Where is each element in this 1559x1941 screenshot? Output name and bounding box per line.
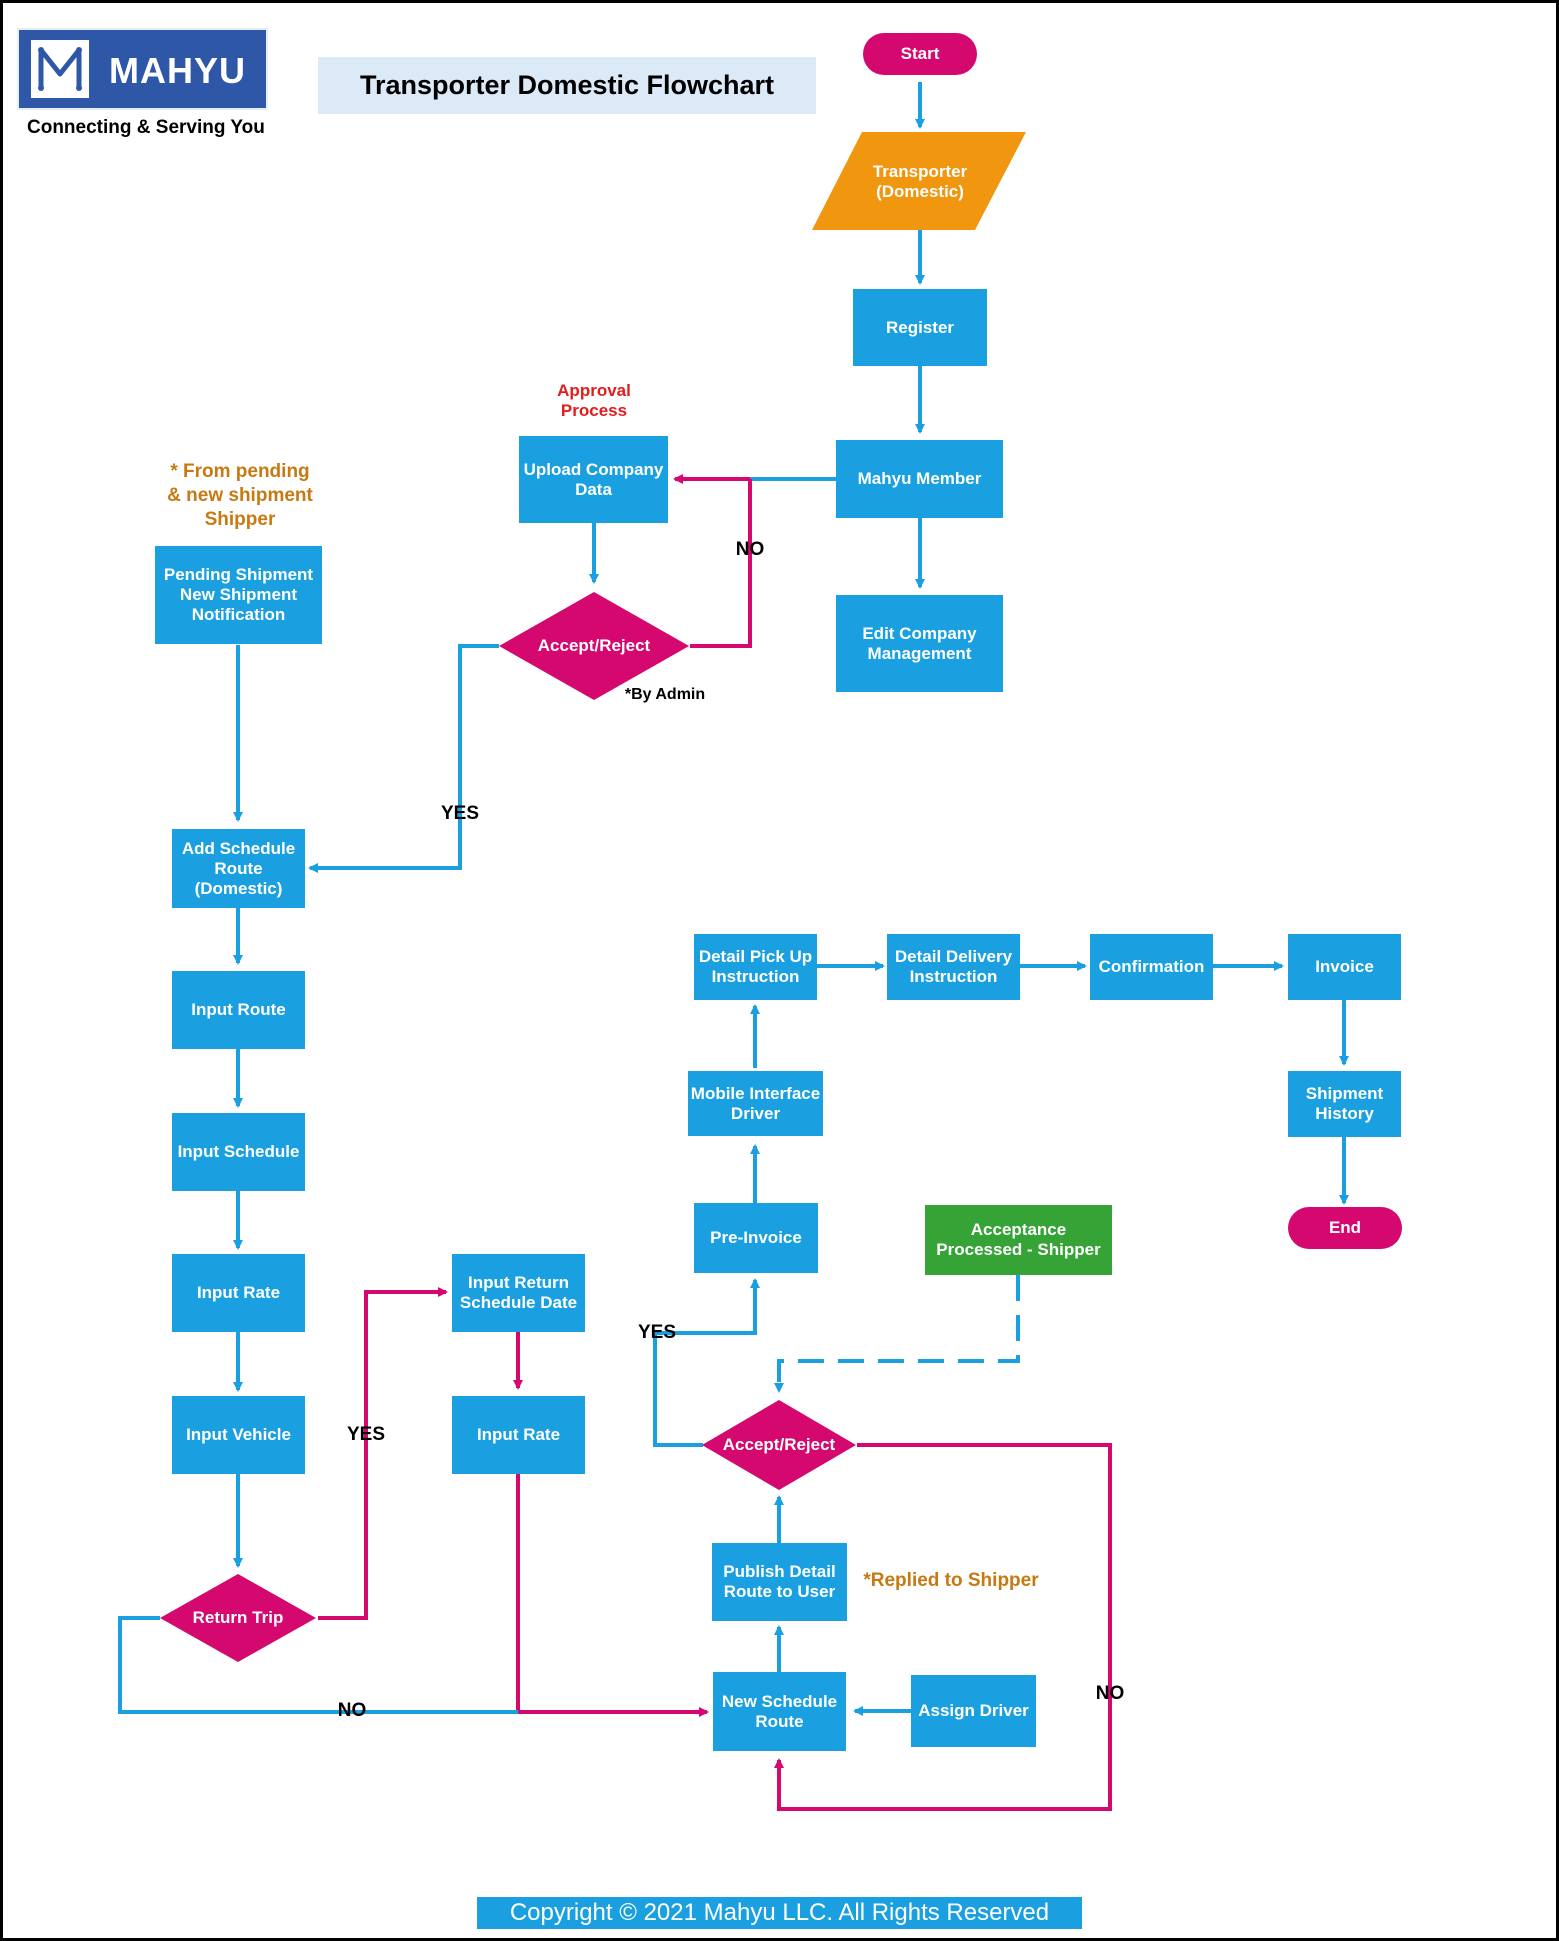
- edge-return-no: [118, 1616, 518, 1714]
- from-pending-label: * From pending & new shipment Shipper: [167, 461, 313, 530]
- input-return-date-node: Input Return Schedule Date: [452, 1254, 585, 1332]
- title-box: Transporter Domestic Flowchart: [318, 57, 816, 114]
- edge-acceptance-decision: [774, 1275, 1020, 1393]
- edge-admin-no: [690, 479, 752, 648]
- confirmation-node: Confirmation: [1090, 934, 1213, 1000]
- start-node: Start: [863, 33, 977, 75]
- mahyu-member-node: Mahyu Member: [836, 440, 1003, 518]
- input-rate-node: Input Rate: [172, 1254, 305, 1332]
- detail-pickup-node: Detail Pick Up Instruction: [694, 934, 817, 1000]
- invoice-node: Invoice: [1288, 934, 1401, 1000]
- accept-reject-shipper-node: Accept/Reject: [722, 1435, 836, 1454]
- shipment-history-node: Shipment History: [1288, 1071, 1401, 1137]
- approval-process-label: Approval Process: [557, 381, 631, 420]
- by-admin-label: *By Admin: [624, 686, 706, 703]
- input-route-node: Input Route: [172, 971, 305, 1049]
- admin-no-label: NO: [735, 539, 765, 560]
- logo-text: MAHYU: [109, 50, 246, 91]
- pre-invoice-node: Pre-Invoice: [694, 1203, 818, 1273]
- mobile-interface-node: Mobile Interface Driver: [688, 1071, 823, 1136]
- tagline: Connecting & Serving You: [27, 117, 265, 138]
- input-rate-return-node: Input Rate: [452, 1396, 585, 1474]
- assign-driver-node: Assign Driver: [911, 1675, 1036, 1747]
- edge-returnrate-newroute: [516, 1474, 709, 1717]
- copyright-footer: Copyright © 2021 Mahyu LLC. All Rights R…: [477, 1897, 1082, 1929]
- end-node: End: [1288, 1207, 1402, 1249]
- admin-yes-label: YES: [440, 803, 480, 824]
- input-schedule-node: Input Schedule: [172, 1113, 305, 1191]
- mahyu-logo: MAHYU: [17, 28, 268, 110]
- admin-decision-shape: [499, 592, 689, 700]
- transporter-node: Transporter (Domestic): [872, 162, 968, 201]
- edit-company-node: Edit Company Management: [836, 595, 1003, 692]
- pending-shipment-node: Pending Shipment New Shipment Notificati…: [155, 546, 322, 644]
- mahyu-m-logo-icon: [31, 40, 89, 98]
- shipper-no-label: NO: [1095, 1683, 1125, 1704]
- accept-reject-admin-node: Accept/Reject: [537, 636, 651, 655]
- add-schedule-node: Add Schedule Route (Domestic): [172, 829, 305, 908]
- new-schedule-route-node: New Schedule Route: [713, 1672, 846, 1751]
- return-trip-decision-shape: [160, 1574, 316, 1662]
- publish-detail-node: Publish Detail Route to User: [712, 1543, 847, 1621]
- edge-shipper-yes: [653, 1278, 760, 1447]
- replied-to-shipper-label: *Replied to Shipper: [863, 1570, 1039, 1591]
- upload-company-node: Upload Company Data: [519, 436, 668, 523]
- shipper-yes-label: YES: [637, 1322, 677, 1343]
- detail-delivery-node: Detail Delivery Instruction: [887, 934, 1020, 1000]
- acceptance-processed-node: Acceptance Processed - Shipper: [925, 1205, 1112, 1275]
- edge-shipper-no: [774, 1443, 1112, 1811]
- shipper-decision-shape: [702, 1400, 856, 1490]
- transporter-input-shape: [812, 132, 1026, 230]
- page-title: Transporter Domestic Flowchart: [359, 70, 775, 100]
- register-node: Register: [853, 289, 987, 366]
- return-yes-label: YES: [346, 1424, 386, 1445]
- return-trip-node: Return Trip: [192, 1608, 284, 1627]
- edge-return-yes: [318, 1287, 448, 1620]
- input-vehicle-node: Input Vehicle: [172, 1396, 305, 1474]
- edge-admin-yes: [308, 644, 499, 873]
- return-no-label: NO: [337, 1700, 367, 1721]
